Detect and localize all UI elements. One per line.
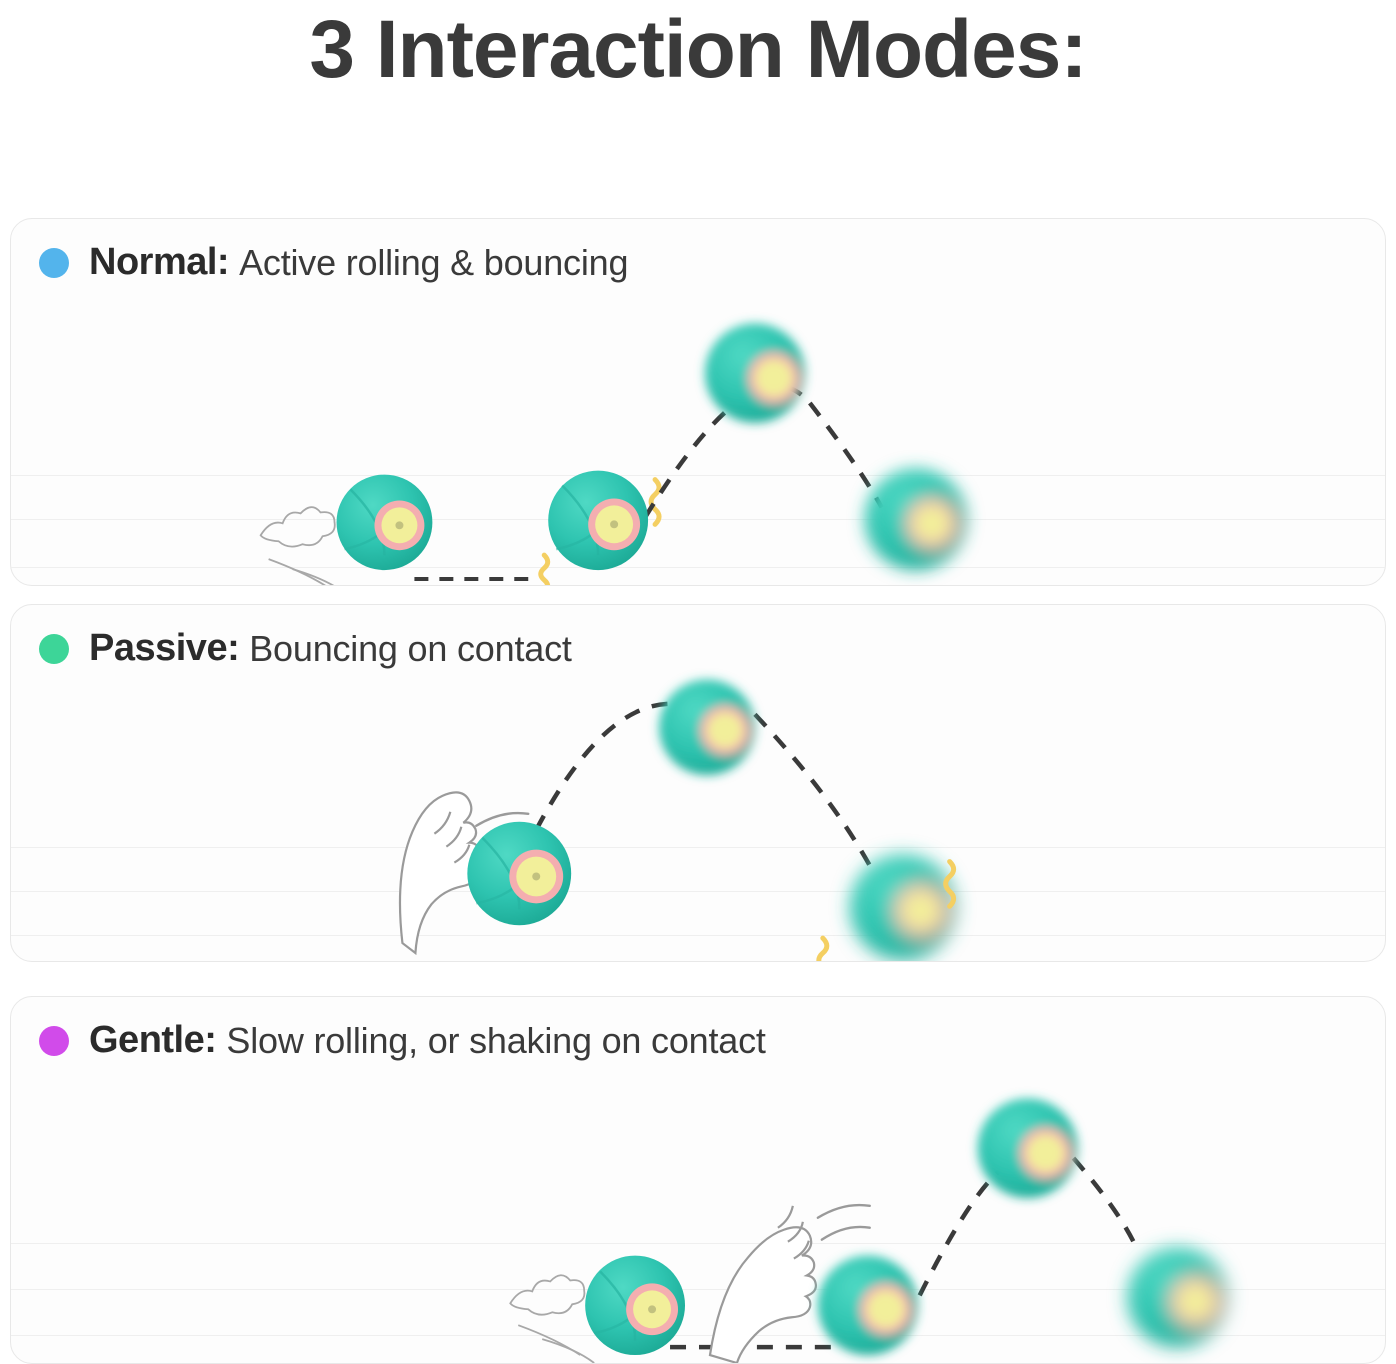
- status-dot-normal: [39, 247, 69, 278]
- cat-paw-leg-icon: [708, 1205, 817, 1363]
- scene-normal: [259, 323, 967, 585]
- ball-icon: [467, 821, 572, 926]
- mode-name-normal: Normal:: [89, 241, 230, 283]
- impact-squiggle: [943, 859, 957, 909]
- ball-icon: [585, 1255, 686, 1356]
- ball-icon: [704, 323, 805, 423]
- dashed-bounce-arc: [808, 401, 884, 509]
- impact-squiggle: [648, 477, 662, 527]
- swipe-lines: [816, 1203, 871, 1241]
- impact-squiggle: [538, 552, 551, 585]
- ball-icon: [817, 1255, 918, 1356]
- mode-description-normal: Active rolling & bouncing: [239, 241, 629, 283]
- paw-print-icon: [509, 1274, 595, 1363]
- panel-header-gentle: Gentle: Slow rolling, or shaking on cont…: [39, 1019, 766, 1062]
- mode-panel-normal: Normal: Active rolling & bouncing: [10, 218, 1386, 586]
- mode-panel-passive: Passive: Bouncing on contact: [10, 604, 1386, 962]
- dashed-bounce-arc: [753, 712, 872, 867]
- ball-icon: [977, 1098, 1078, 1198]
- paw-print-icon: [259, 506, 336, 585]
- mode-name-passive: Passive:: [89, 627, 240, 669]
- ball-icon: [659, 679, 755, 776]
- status-dot-gentle: [39, 1025, 69, 1056]
- status-dot-passive: [39, 633, 69, 664]
- panel-header-normal: Normal: Active rolling & bouncing: [39, 241, 629, 284]
- impact-squiggle: [816, 935, 830, 961]
- ball-icon: [864, 468, 967, 571]
- scene-gentle: [509, 1098, 1228, 1363]
- scene-passive: [398, 679, 957, 961]
- panel-header-passive: Passive: Bouncing on contact: [39, 627, 572, 670]
- ball-icon: [849, 854, 956, 961]
- dashed-bounce-arc: [917, 1169, 1002, 1297]
- mode-name-gentle: Gentle:: [89, 1019, 217, 1061]
- ball-icon: [1127, 1247, 1228, 1348]
- mode-panel-gentle: Gentle: Slow rolling, or shaking on cont…: [10, 996, 1386, 1364]
- ball-icon: [548, 470, 649, 571]
- page-title: 3 Interaction Modes:: [309, 4, 1087, 95]
- ball-icon: [336, 474, 433, 571]
- dashed-bounce-arc: [1071, 1156, 1139, 1249]
- mode-description-passive: Bouncing on contact: [249, 627, 572, 669]
- mode-description-gentle: Slow rolling, or shaking on contact: [226, 1019, 766, 1061]
- dashed-bounce-arc: [521, 701, 701, 857]
- cat-paw-leg-icon: [398, 791, 481, 956]
